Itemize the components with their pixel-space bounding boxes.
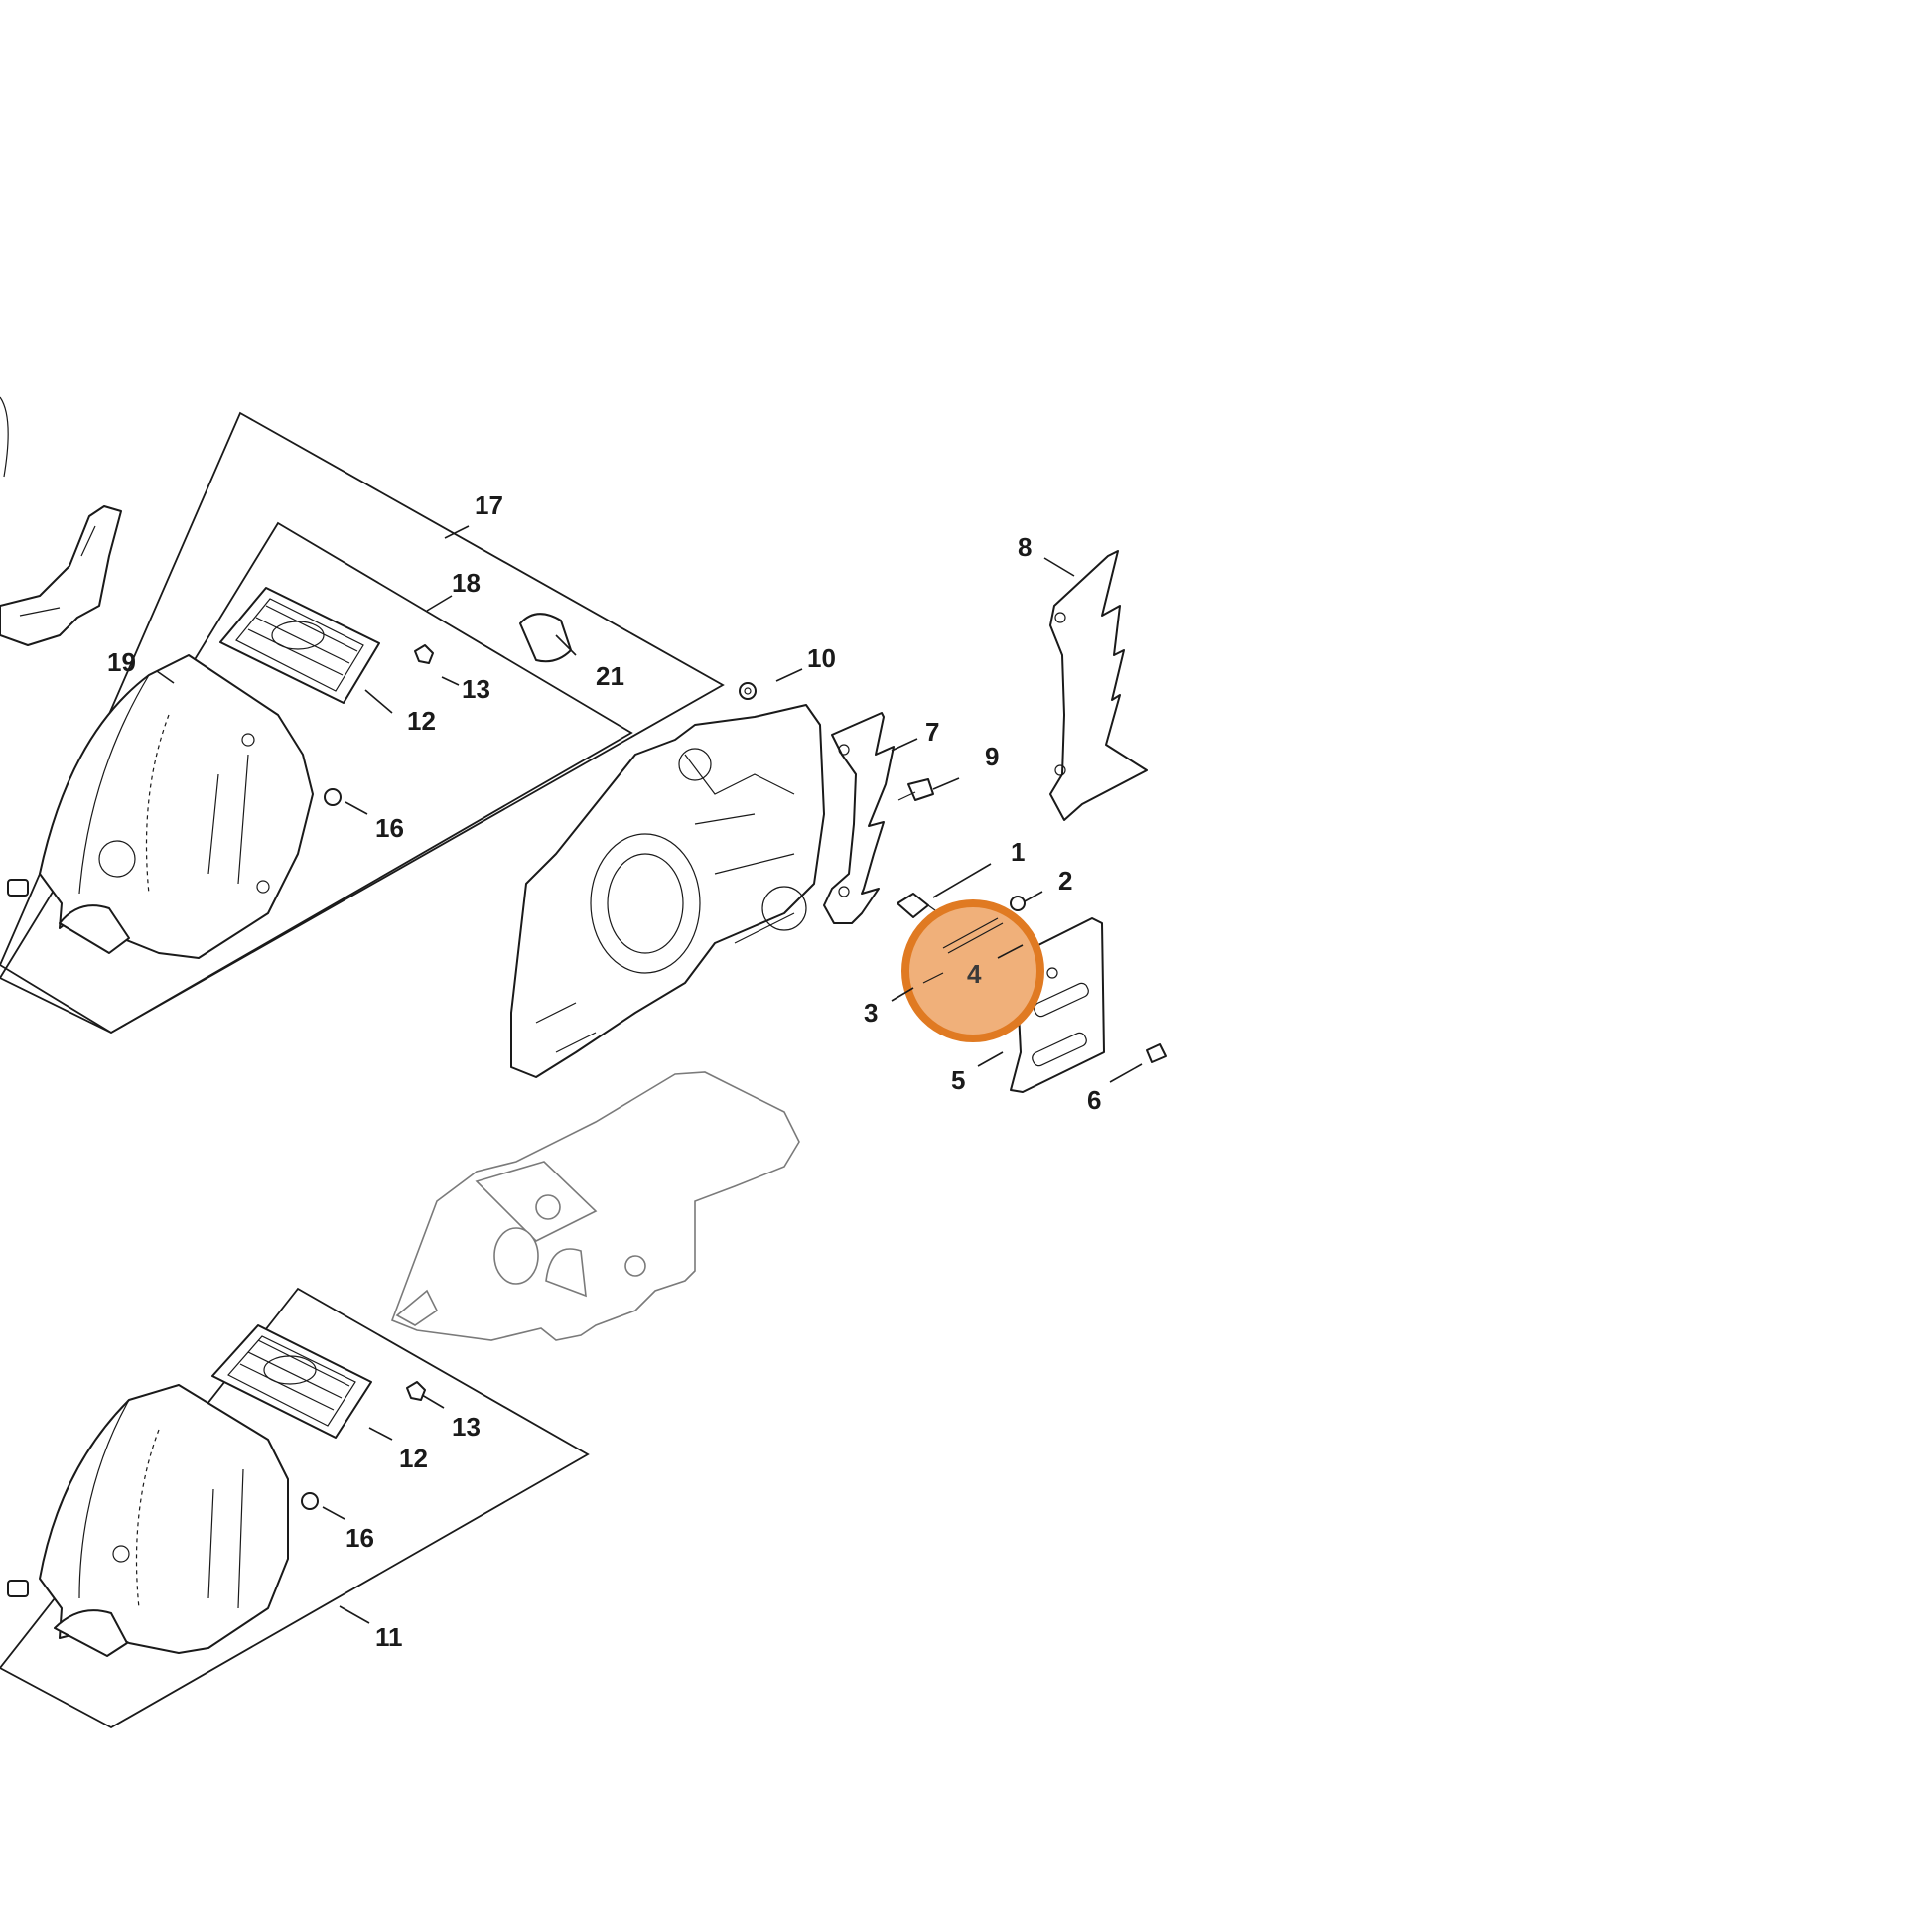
crankcase-part — [510, 704, 825, 1078]
callout-4: 4 — [967, 959, 982, 989]
callout-7: 7 — [925, 717, 939, 747]
callout-13: 13 — [462, 674, 490, 704]
bracket-part-upper-left — [0, 505, 122, 646]
callout-8: 8 — [1018, 532, 1032, 562]
callout-3: 3 — [864, 998, 878, 1028]
cover-upper — [39, 654, 314, 959]
tensioner-parts — [897, 893, 1026, 924]
small-parts-upper — [7, 613, 572, 897]
callout-16: 16 — [375, 813, 404, 843]
top-cover-part — [390, 1071, 800, 1341]
cover-lower — [39, 1384, 289, 1657]
highlight-circle — [901, 899, 1044, 1042]
callout-17: 17 — [475, 490, 503, 520]
callout-1: 1 — [1011, 837, 1025, 867]
bumper-spike-8 — [1049, 550, 1148, 821]
screw-6 — [1146, 1043, 1167, 1063]
callout-19: 19 — [107, 647, 136, 677]
callout-18: 18 — [452, 568, 481, 598]
callout-2: 2 — [1058, 866, 1072, 896]
callout-10: 10 — [807, 643, 836, 673]
callout-16-lower: 16 — [345, 1523, 374, 1553]
leader-lines — [156, 525, 1143, 1624]
screw-9 — [897, 778, 934, 801]
small-parts-lower — [7, 1381, 426, 1597]
callout-12: 12 — [407, 706, 436, 736]
callout-21: 21 — [596, 661, 624, 691]
callout-13-lower: 13 — [452, 1412, 481, 1442]
callout-12-lower: 12 — [399, 1444, 428, 1473]
callout-6: 6 — [1087, 1085, 1101, 1115]
callout-9: 9 — [985, 742, 999, 771]
callout-11: 11 — [375, 1622, 403, 1652]
bumper-spike-7 — [823, 712, 895, 924]
air-filter-upper — [219, 587, 380, 704]
nut-10 — [739, 682, 757, 700]
callout-labels: 17 18 21 19 13 12 16 10 8 7 9 1 2 4 3 5 … — [107, 490, 1101, 1652]
callout-5: 5 — [951, 1065, 965, 1095]
air-filter-lower — [211, 1324, 372, 1439]
